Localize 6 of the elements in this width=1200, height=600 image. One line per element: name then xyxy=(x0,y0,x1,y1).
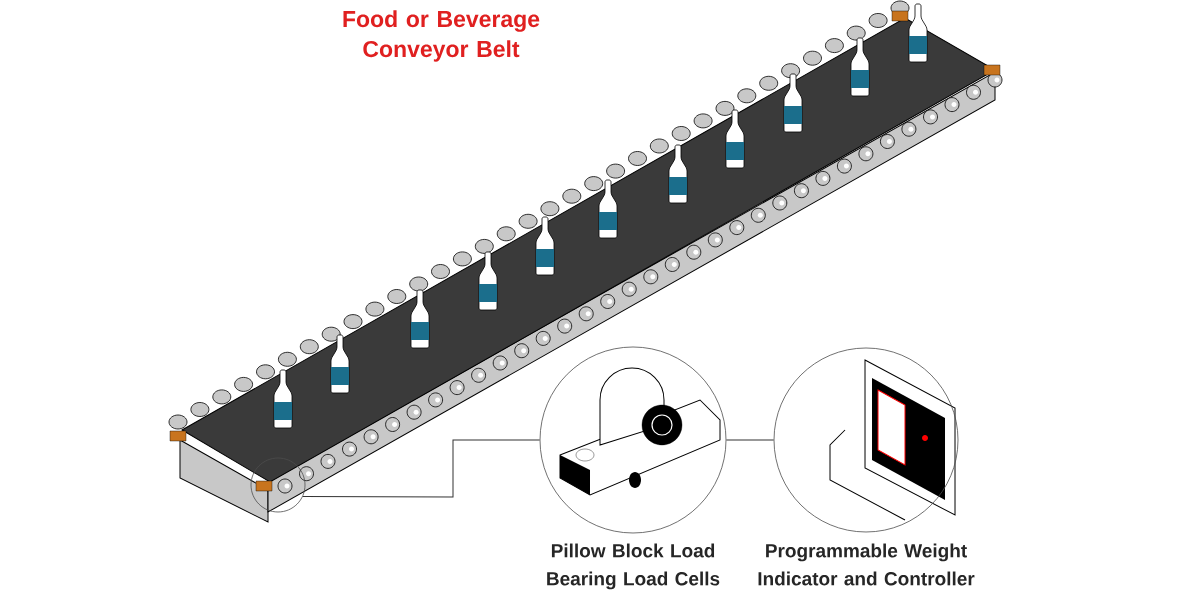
connector-line xyxy=(302,439,541,498)
title: Food or Beverage Conveyor Belt xyxy=(343,10,540,62)
detail-circle xyxy=(250,457,306,513)
connector-line xyxy=(725,439,775,441)
node-label: Pillow Block Load Bearing Load Cells xyxy=(547,543,720,590)
node-label: Programmable Weight Indicator and Controller xyxy=(758,543,975,586)
